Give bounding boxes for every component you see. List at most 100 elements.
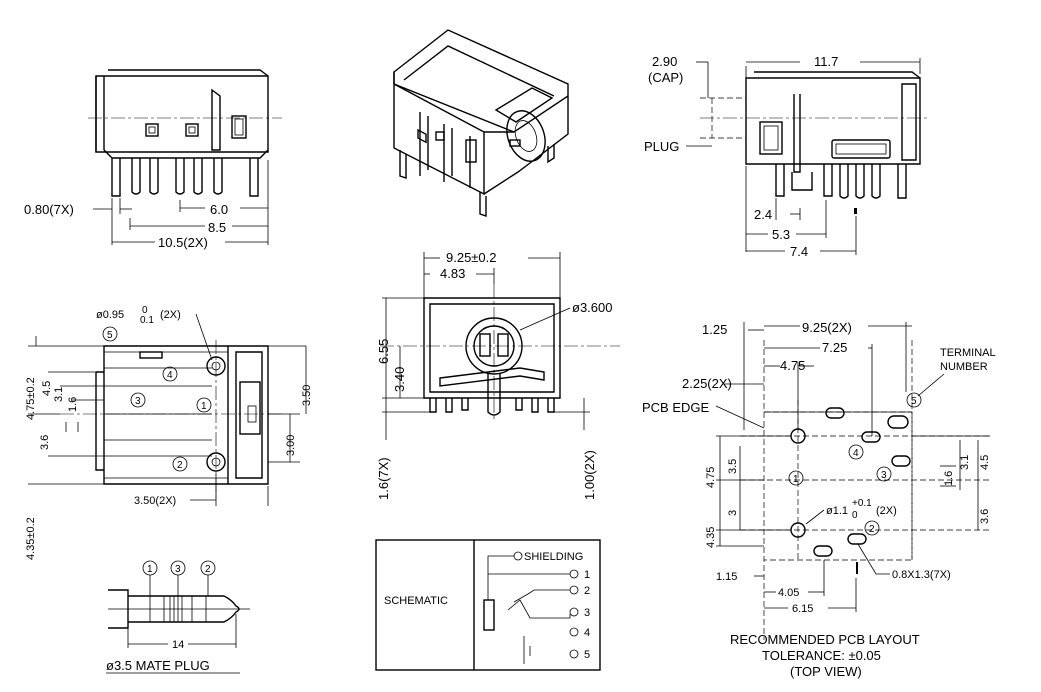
end-dim-3-40: 3.40 (392, 367, 407, 392)
plug-pin-2: 2 (205, 564, 211, 575)
top-pin-2: 2 (177, 460, 183, 471)
schematic: SCHEMATIC SHIELDING 1 2 3 4 5 (375, 539, 601, 671)
top-dim-hole-tol-bot: 0.1 (140, 315, 154, 326)
schematic-terminal-2: 2 (584, 585, 590, 597)
top-pin-5: 5 (107, 330, 113, 341)
schematic-shielding: SHIELDING (524, 551, 583, 563)
top-dim-hole-tol-top: 0 (142, 305, 148, 316)
side-dim-2-4: 2.4 (754, 207, 772, 222)
pcb-dim-r-1-6: 1.6 (943, 471, 955, 486)
pcb-dim-hole: ø1.1 (826, 505, 848, 517)
end-dim-3-600: ø3.600 (572, 300, 612, 315)
schematic-terminal-3: 3 (584, 607, 590, 619)
pcb-dim-2-25-2x: 2.25(2X) (682, 376, 732, 391)
front-dim-8-5: 8.5 (208, 220, 226, 235)
pcb-dim-9-25-2x: 9.25(2X) (802, 320, 852, 335)
top-dim-1-6: 1.6 (67, 397, 79, 412)
top-dim-3-1: 3.1 (53, 387, 65, 402)
pcb-dim-v-4-75: 4.75 (705, 467, 717, 488)
side-dim-7-4: 7.4 (790, 244, 808, 259)
top-view: 5 4 3 1 2 ø0.95 0 0.1 (2X) 4.75±0.2 4.5 … (25, 305, 313, 560)
schematic-terminal-1: 1 (584, 569, 590, 581)
top-dim-hole-qty: (2X) (160, 309, 181, 321)
side-dim-11-7: 11.7 (814, 54, 838, 69)
schematic-label: SCHEMATIC (384, 595, 448, 607)
end-dim-1-00-2x: 1.00(2X) (582, 450, 597, 500)
top-dim-4-35: 4.35±0.2 (25, 517, 37, 560)
pcb-pin-4: 4 (853, 448, 859, 459)
pcb-dim-4-05: 4.05 (778, 587, 799, 599)
schematic-terminal-4: 4 (584, 627, 590, 639)
pcb-label-pcb-edge: PCB EDGE (642, 400, 710, 415)
pin-4-marker (162, 366, 178, 382)
end-dim-6-55: 6.55 (376, 339, 391, 364)
pad-slot (847, 533, 867, 545)
end-dim-9-25: 9.25±0.2 (446, 250, 497, 265)
pcb-dim-r-4-5: 4.5 (979, 455, 991, 470)
plug-caption: ø3.5 MATE PLUG (106, 658, 210, 673)
plug-dim-14: 14 (172, 639, 184, 651)
pin-2-marker (172, 456, 188, 472)
pcb-caption-2: TOLERANCE: ±0.05 (762, 648, 881, 663)
pad-slot (887, 415, 909, 429)
schematic-terminal-5: 5 (584, 649, 590, 661)
end-dim-1-6-7x: 1.6(7X) (376, 457, 391, 500)
pcb-caption-1: RECOMMENDED PCB LAYOUT (730, 632, 920, 647)
pcb-dim-1-15: 1.15 (716, 571, 737, 583)
pcb-dim-slot: 0.8X1.3(7X) (892, 569, 951, 581)
pcb-dim-hole-tol-bot: 0 (852, 510, 858, 521)
pcb-dim-r-3-1: 3.1 (959, 455, 971, 470)
front-dim-6-0: 6.0 (210, 202, 228, 217)
top-dim-3-50-bottom: 3.50(2X) (134, 495, 176, 507)
end-view: 9.25±0.2 4.83 ø3.600 6.55 3.40 1.6(7X) 1… (376, 250, 620, 500)
pcb-pin-1: 1 (793, 474, 799, 485)
side-dim-cap-2: (CAP) (648, 70, 683, 85)
pcb-layout: 5 4 3 1 2 1.25 9.25(2X) 7.25 4.75 2.25(2… (642, 320, 996, 679)
pcb-dim-v-3: 3 (727, 510, 739, 516)
top-pin-1: 1 (201, 401, 207, 412)
isometric-view (393, 29, 569, 217)
pad-slot (825, 407, 845, 419)
end-dim-4-83: 4.83 (440, 266, 465, 281)
top-dim-3-6: 3.6 (39, 435, 51, 450)
pcb-pin-5: 5 (911, 396, 917, 407)
pcb-dim-hole-qty: (2X) (876, 505, 897, 517)
pcb-dim-4-75: 4.75 (780, 358, 805, 373)
side-dim-cap-1: 2.90 (652, 54, 677, 69)
plug-pin-3: 3 (175, 564, 181, 575)
pcb-pin-2: 2 (869, 524, 875, 535)
mate-plug: 1 3 2 14 ø3.5 MATE PLUG (106, 560, 250, 674)
pcb-caption-3: (TOP VIEW) (790, 664, 862, 679)
pcb-label-terminal-1: TERMINAL (940, 347, 996, 359)
top-dim-4-5: 4.5 (41, 381, 53, 396)
front-dim-pin-width: 0.80(7X) (24, 202, 74, 217)
pin-1-marker (196, 397, 212, 413)
pcb-dim-7-25: 7.25 (822, 340, 847, 355)
top-pin-3: 3 (135, 396, 141, 407)
pcb-dim-hole-tol-top: +0.1 (852, 498, 872, 509)
top-dim-4-75: 4.75±0.2 (25, 377, 37, 420)
front-view: 0.80(7X) 6.0 8.5 10.5(2X) (24, 69, 282, 250)
pcb-dim-v-4-35: 4.35 (705, 527, 717, 548)
pin-3-marker (130, 392, 146, 408)
pcb-dim-r-3-6: 3.6 (979, 509, 991, 524)
top-dim-3-00: 3.00 (285, 435, 297, 456)
pad-slot (891, 455, 911, 467)
pcb-label-terminal-2: NUMBER (940, 361, 988, 373)
pad-slot (861, 431, 881, 443)
top-dim-3-50-right: 3.50 (301, 385, 313, 406)
pcb-dim-6-15: 6.15 (792, 603, 813, 615)
schematic-plug-symbol (483, 599, 495, 631)
side-view: 2.90 (CAP) 11.7 PLUG 2.4 5.3 7.4 (644, 54, 930, 259)
pin-5-marker (102, 326, 118, 342)
side-label-plug: PLUG (644, 139, 679, 154)
pad-slot (813, 545, 833, 557)
plug-pin-1: 1 (147, 564, 153, 575)
pcb-dim-v-3-5: 3.5 (727, 459, 739, 474)
front-dim-10-5: 10.5(2X) (158, 235, 208, 250)
pcb-dim-1-25: 1.25 (702, 322, 727, 337)
plug-insulator-ring (169, 596, 183, 622)
side-dim-5-3: 5.3 (772, 227, 790, 242)
